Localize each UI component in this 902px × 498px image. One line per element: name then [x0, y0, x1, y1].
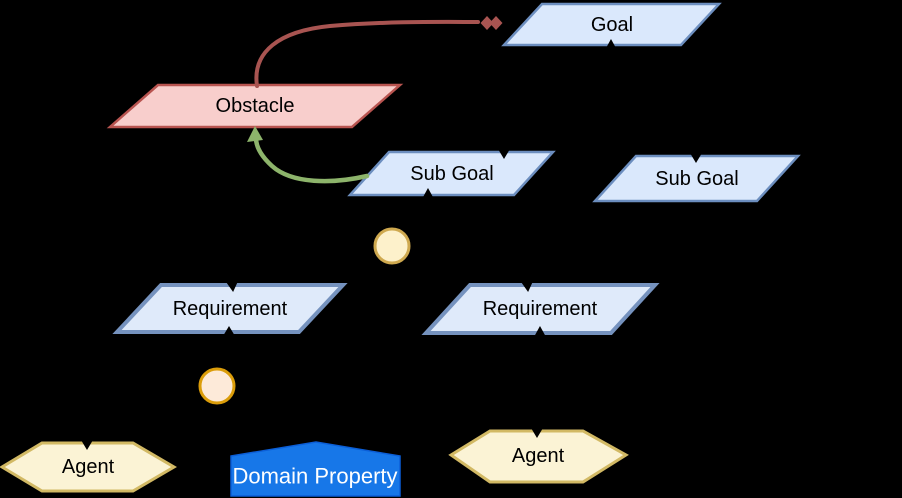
connector-notches: [80, 38, 703, 450]
notch-req2-top: [520, 279, 534, 293]
goal-parallelogram: [501, 2, 722, 47]
notch-req1-bottom: [222, 326, 236, 338]
node-domain-property[interactable]: Domain Property: [230, 441, 401, 497]
requirement-2-label: Requirement: [483, 298, 598, 320]
refinement-circle-2[interactable]: [198, 367, 236, 405]
requirement-1-label: Requirement: [173, 298, 288, 320]
agent-1-hexagon: [0, 441, 177, 493]
notch-goal-bottom: [604, 38, 618, 52]
obstacle-label: Obstacle: [216, 95, 295, 117]
notch-subgoal1-bottom: [421, 187, 435, 201]
domain-property-label: Domain Property: [232, 464, 397, 489]
node-subgoal-2[interactable]: Sub Goal: [592, 154, 801, 203]
domain-property-pentagon: [230, 441, 401, 497]
subgoal-1-parallelogram: [347, 150, 556, 197]
requirement-2-parallelogram: [421, 283, 660, 335]
obstacle-parallelogram: [106, 83, 404, 129]
goal-label: Goal: [591, 14, 633, 36]
agent-2-hexagon: [448, 429, 629, 484]
agent-1-label: Agent: [62, 456, 115, 478]
notch-subgoal2-top: [689, 151, 703, 163]
notch-agent1-top: [80, 438, 94, 450]
edge-obstruction[interactable]: [254, 16, 503, 88]
requirement-1-parallelogram: [112, 283, 348, 334]
node-agent-2[interactable]: Agent: [448, 429, 629, 484]
obstruction-diamond-2: [489, 16, 503, 30]
resolution-curve: [253, 135, 370, 184]
notch-req2-bottom: [533, 325, 547, 339]
notch-req1-top: [225, 279, 239, 293]
agent-2-label: Agent: [512, 445, 565, 467]
node-goal[interactable]: Goal: [501, 2, 722, 47]
edge-resolution[interactable]: [247, 126, 370, 184]
node-requirement-2[interactable]: Requirement: [421, 283, 660, 335]
notch-agent2-top: [530, 426, 544, 438]
subgoal-2-label: Sub Goal: [655, 168, 738, 190]
node-obstacle[interactable]: Obstacle: [106, 83, 404, 129]
obstruction-curve: [254, 19, 480, 88]
notch-subgoal1-top: [497, 147, 511, 159]
resolution-arrowhead-icon: [247, 126, 263, 142]
subgoal-1-label: Sub Goal: [410, 163, 493, 185]
node-agent-1[interactable]: Agent: [0, 441, 177, 493]
refinement-circle-1[interactable]: [373, 227, 411, 265]
node-subgoal-1[interactable]: Sub Goal: [347, 150, 556, 197]
subgoal-2-parallelogram: [592, 154, 801, 203]
obstruction-diamond-1: [480, 16, 494, 30]
node-requirement-1[interactable]: Requirement: [112, 283, 348, 334]
